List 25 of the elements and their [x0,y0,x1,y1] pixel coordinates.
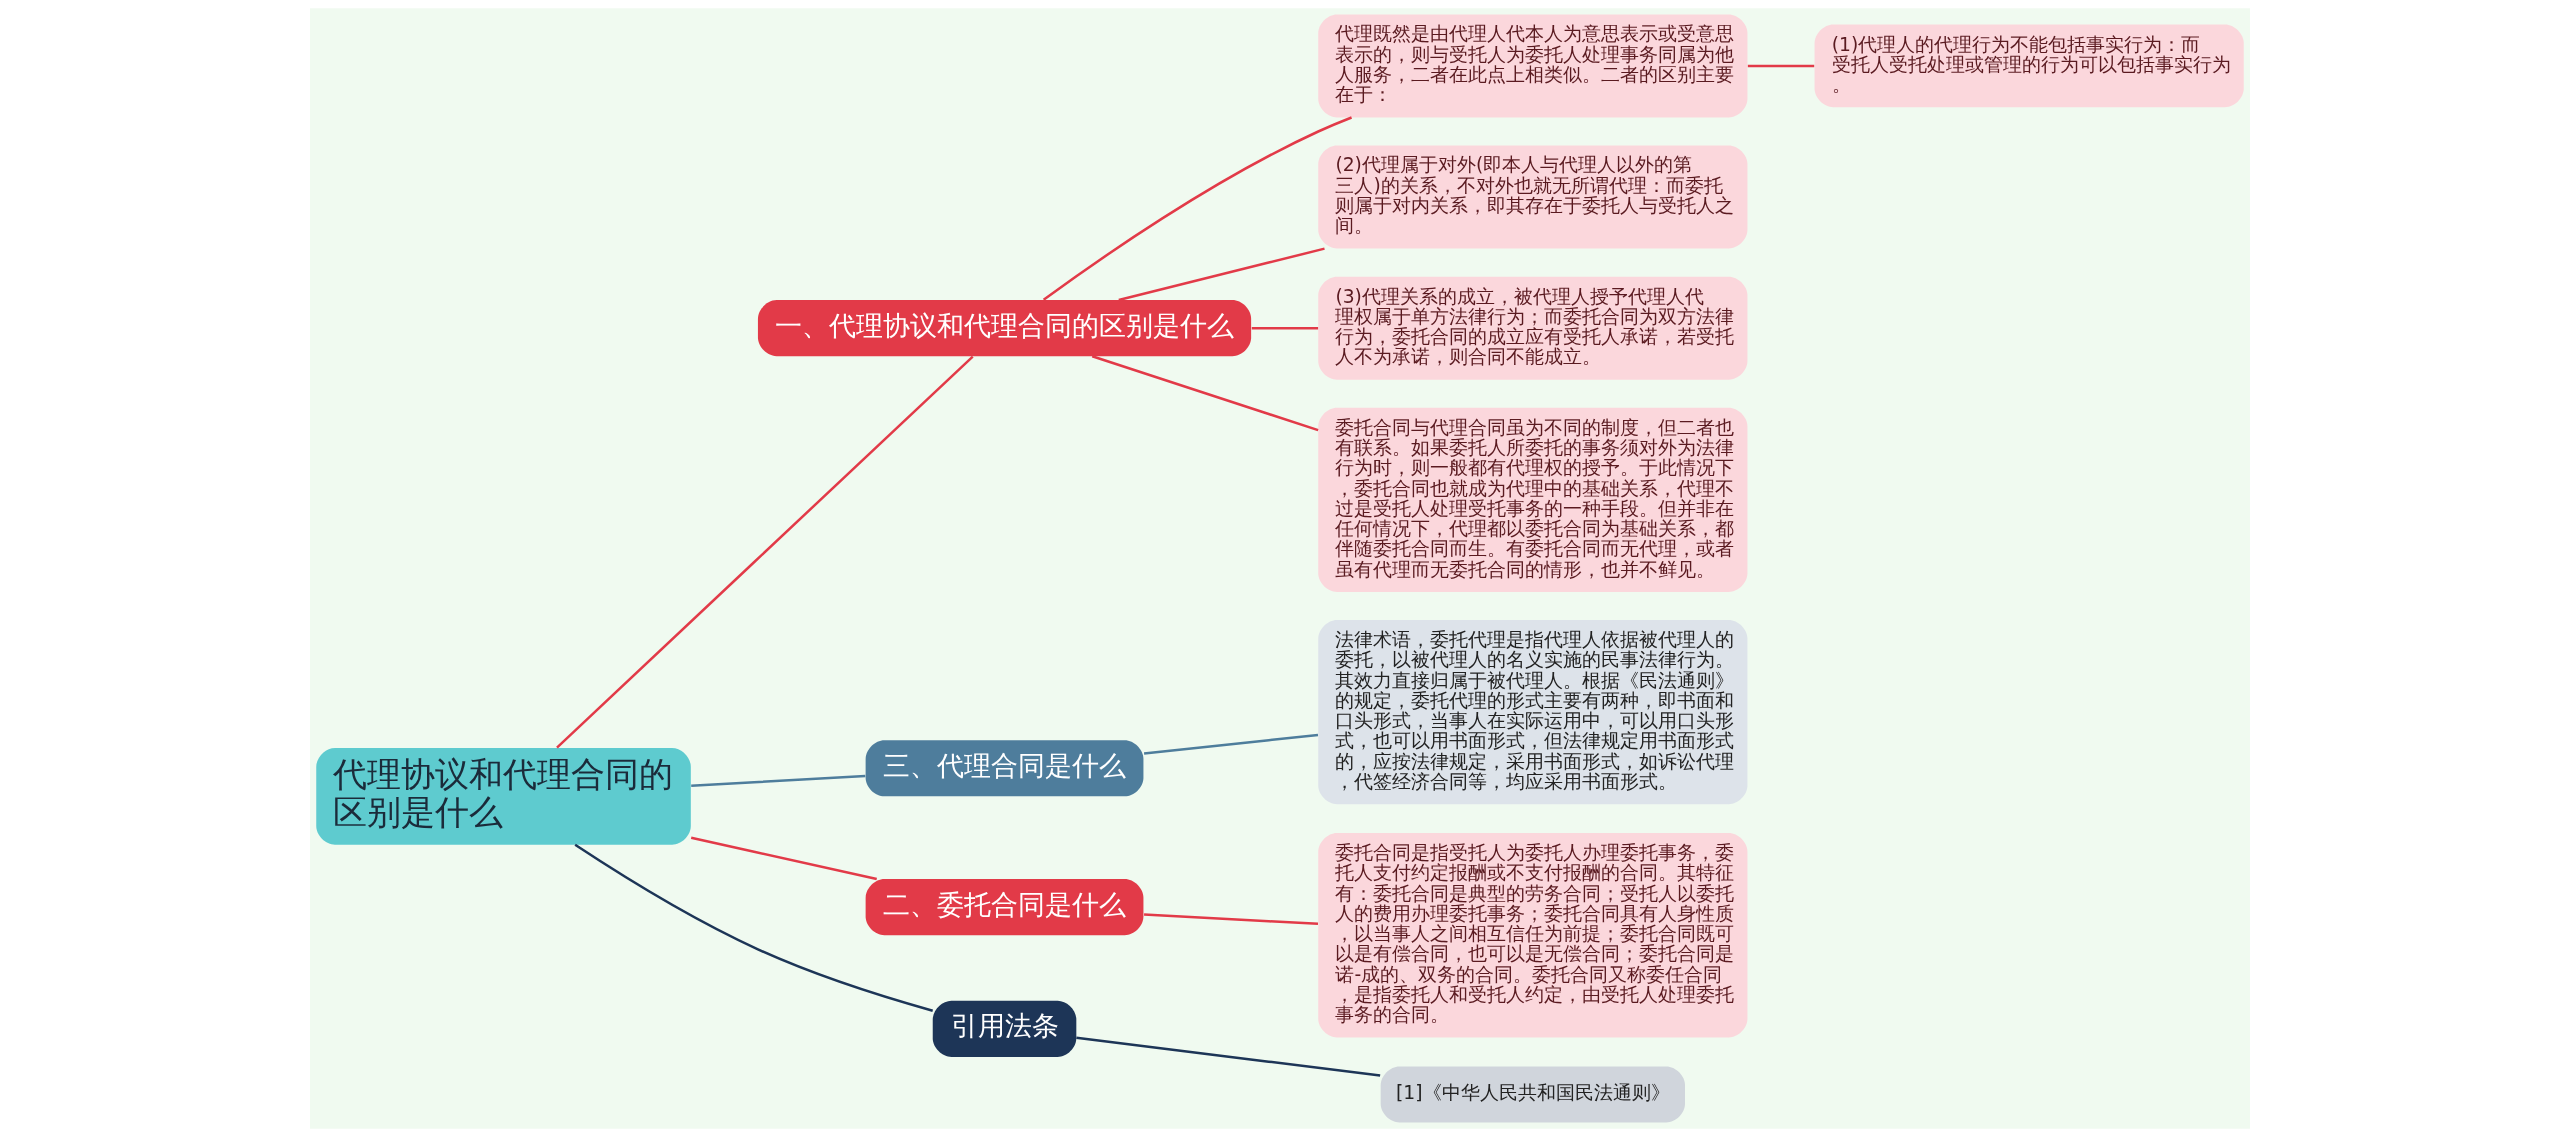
node-box: 代理协议和代理合同的区别是什么 [316,748,691,845]
node-box: 二、委托合同是什么 [865,879,1144,936]
node-box: [1]《中华人民共和国民法通则》 [1380,1066,1685,1123]
connector [1076,1036,1381,1077]
connector [1042,116,1352,301]
node-box: 引用法条 [932,1000,1077,1057]
node-box: (3)代理关系的成立，被代理人授予代理人代理权属于单方法律行为；而委托合同为双方法律行为，委托合同的成立应有受托人承诺，若受托人不为承诺，则合同不能成立。 [1318,276,1748,380]
connector [1747,64,1815,68]
connector [1118,247,1325,302]
connector [1144,913,1319,926]
connector [691,774,866,788]
node-box: (2)代理属于对外(即本人与代理人以外的第三人)的关系，不对外也就无所谓代理：而委托则属于对内关系，即其存在于委托人与受托人之间。 [1318,145,1748,249]
node-box: 委托合同是指受托人为委托人办理委托事务，委托人支付约定报酬或不支付报酬的合同。其特征有：委托合同是典型的劳务合同；受托人以委托人的费用办理委托事务；委托合同具有人身性质，以当事人之间相互信任为前提；委托合同既可以是有偿合同，也可以是无偿合同；委托合同是诺-成的、双务的合同。委托合同又称委任合同，是指委托人和受托人约定，由受托人处理委托事务的合同。 [1318,833,1748,1038]
connector [1143,733,1319,755]
node-box: 一、代理协议和代理合同的区别是什么 [757,300,1252,357]
node-box: 委托合同与代理合同虽为不同的制度，但二者也有联系。如果委托人所委托的事务须对外为法律行为时，则一般都有代理权的授予。于此情况下，委托合同也就成为代理中的基础关系，代理不过是受托人处理受托事务的一种手段。但并非在任何情况下，代理都以委托合同为基础关系，都伴随委托合同而生。有委托合同而无代理，或者虽有代理而无委托合同的情形，也并不鲜见。 [1318,407,1748,592]
connector [574,843,934,1012]
node-box: 三、代理合同是什么 [865,740,1144,797]
node-box: 法律术语，委托代理是指代理人依据被代理人的委托，以被代理人的名义实施的民事法律行为。其效力直接归属于被代理人。根据《民法通则》的规定，委托代理的形式主要有两种，即书面和口头形式，当事人在实际运用中，可以用口头形式，也可以用书面形式，但法律规定用书面形式的，应按法律规定，采用书面形式，如诉讼代理，代签经济合同等，均应采用书面形式。 [1318,620,1748,805]
node-box: (1)代理人的代理行为不能包括事实行为：而受托人受托处理或管理的行为可以包括事实行为。 [1814,24,2244,108]
connector [1251,326,1319,330]
connector [556,355,974,749]
node-box: 代理既然是由代理人代本人为意思表示或受意思表示的，则与受托人为委托人处理事务同属为他人服务，二者在此点上相类似。二者的区别主要在于： [1318,14,1748,118]
connector [1091,355,1319,432]
connector [690,836,877,881]
